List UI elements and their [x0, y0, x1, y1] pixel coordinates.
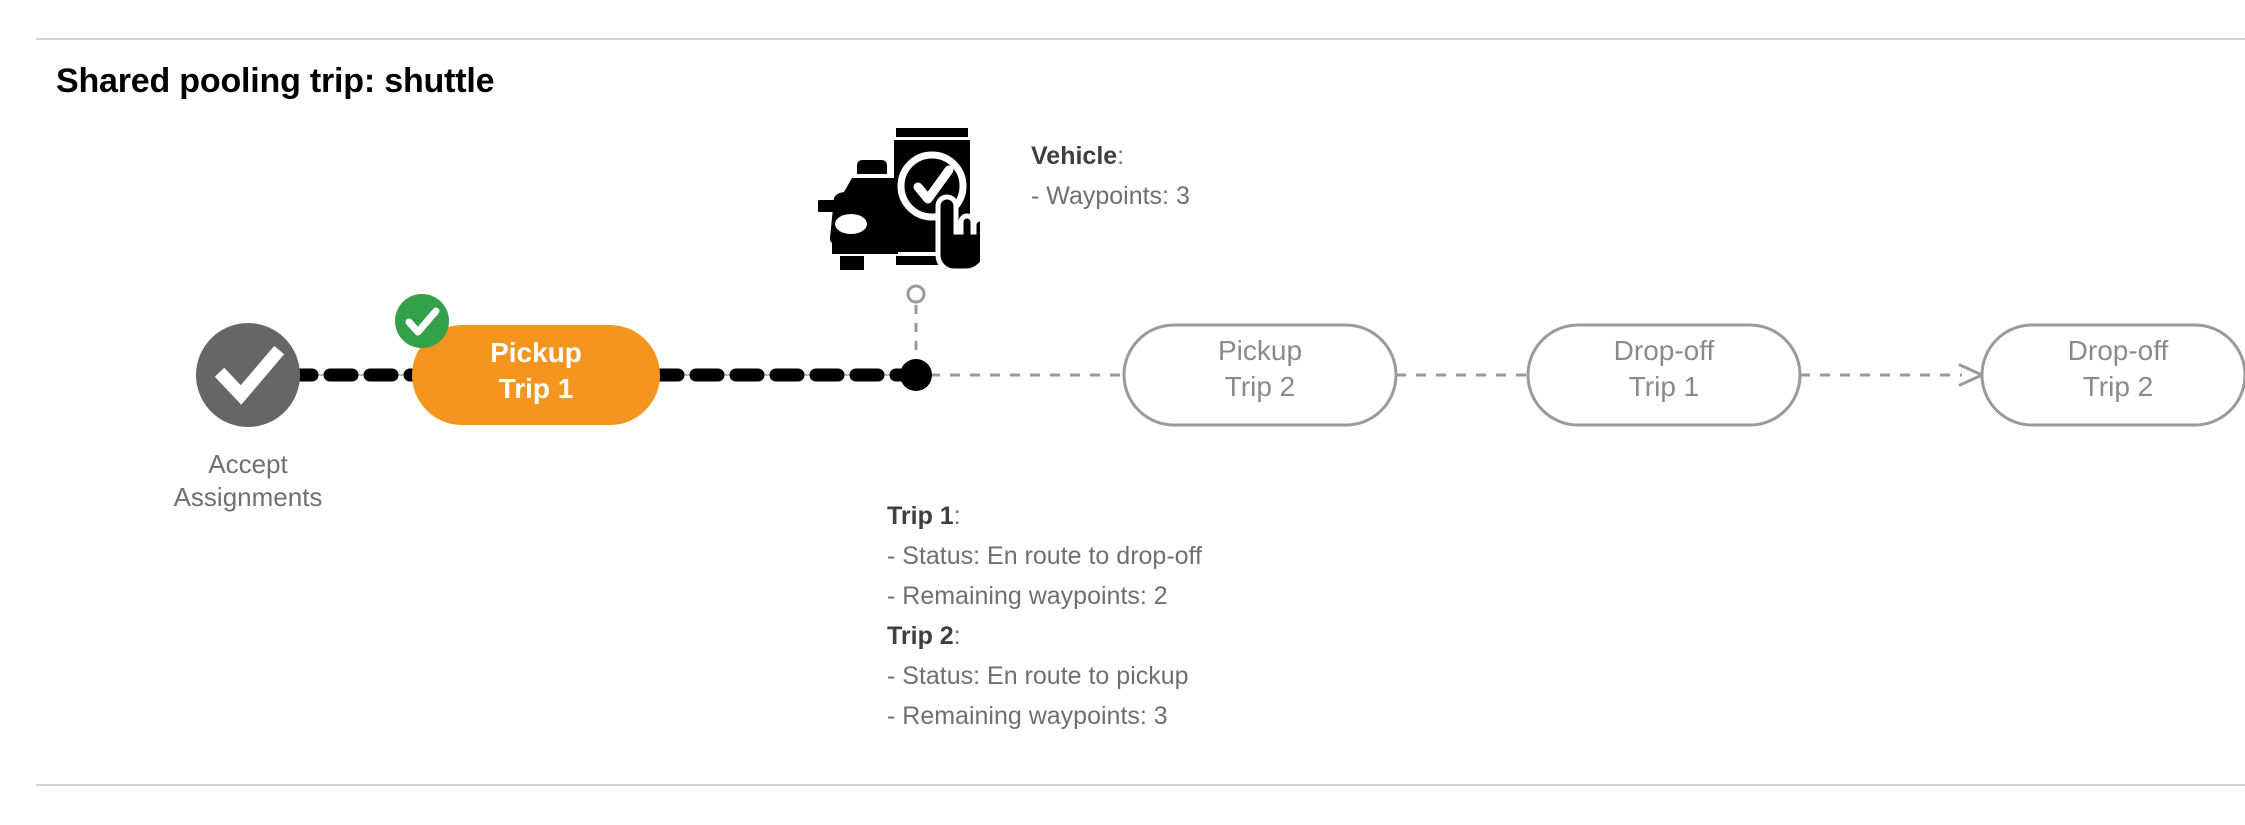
trip-1-heading-text: Trip 1: [887, 502, 954, 530]
trip-2-heading: Trip 2:: [887, 616, 1202, 656]
trip-1-heading-colon: :: [953, 502, 961, 530]
vehicle-waypoints-line: - Waypoints: 3: [1031, 182, 1190, 210]
check-circle-icon: [214, 345, 285, 405]
check-badge-icon: [395, 294, 449, 348]
divider-bottom: [36, 784, 2245, 786]
vehicle-heading-colon: :: [1117, 142, 1125, 170]
trip-details-annotation: Trip 1: - Status: En route to drop-off -…: [887, 496, 1202, 736]
trip-1-heading: Trip 1:: [887, 496, 1202, 536]
check-badge-glyph-icon: [405, 307, 440, 336]
trip-2-waypoints-line: - Remaining waypoints: 3: [887, 702, 1168, 730]
node-dropoff-trip-1[interactable]: [1526, 323, 1802, 427]
vehicle-annotation-heading: Vehicle:: [1031, 136, 1190, 176]
trip-1-waypoints-line: - Remaining waypoints: 2: [887, 582, 1168, 610]
arrowhead-icon: [1958, 363, 1984, 387]
trip-1-status-line: - Status: En route to drop-off: [887, 542, 1202, 570]
trip-2-heading-colon: :: [953, 622, 961, 650]
car-phone-check-icon: [818, 128, 980, 272]
vehicle-heading-text: Vehicle: [1031, 142, 1118, 170]
node-pickup-trip-1[interactable]: [412, 325, 660, 425]
vehicle-leader-endpoint-icon: [906, 284, 926, 304]
vehicle-annotation: Vehicle: - Waypoints: 3: [1031, 136, 1190, 216]
page-title: Shared pooling trip: shuttle: [56, 62, 495, 100]
trip-2-heading-text: Trip 2: [887, 622, 954, 650]
accept-assignments-node[interactable]: [196, 323, 300, 427]
trip-2-status-line: - Status: En route to pickup: [887, 662, 1189, 690]
divider-top: [36, 38, 2245, 40]
node-pickup-trip-2[interactable]: [1122, 323, 1398, 427]
vehicle-position-dot-icon: [900, 359, 932, 391]
node-dropoff-trip-2[interactable]: [1980, 323, 2245, 427]
